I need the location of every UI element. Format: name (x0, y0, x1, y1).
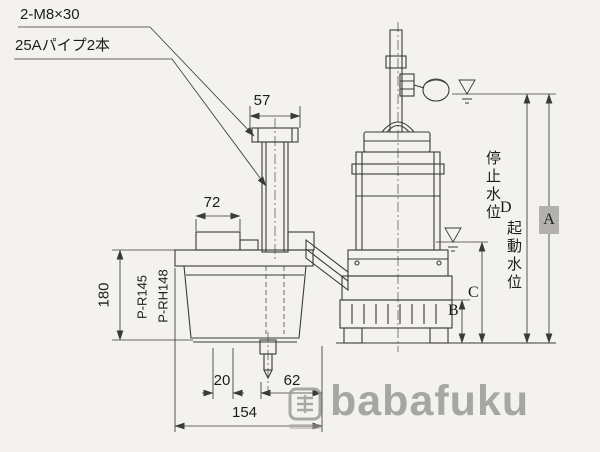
babafuku-logo-icon (288, 387, 322, 421)
suction-tube (259, 339, 277, 380)
dim-letter-a: A (543, 211, 555, 228)
stop-water-level-label: 停止水位 (484, 150, 501, 222)
dim-bottom-offset: 20 (213, 372, 231, 389)
discharge-elbow (305, 238, 349, 292)
water-level-symbol-start (452, 79, 556, 104)
guide-rail-pipe (251, 127, 299, 334)
model-name-left: P-R145 (134, 274, 150, 320)
discharge-tank (174, 231, 315, 343)
dim-letter-a-box: A (539, 206, 559, 234)
dim-pipe-width: 57 (253, 92, 271, 109)
dim-letter-c: C (468, 284, 479, 301)
callout-bolts-label: 2-M8×30 (20, 6, 80, 23)
water-level-symbol-stop (436, 227, 488, 252)
logo-caption (289, 424, 321, 429)
callout-pipes-label: 25Aパイプ2本 (15, 37, 111, 54)
model-name-right: P-RH148 (155, 269, 171, 323)
start-water-level-label: 起動水位 (505, 220, 522, 292)
dim-lid-width: 72 (203, 194, 221, 211)
dim-letter-b: B (448, 302, 459, 319)
dim-bottom-total: 154 (231, 404, 258, 421)
watermark-text: babafuku (330, 377, 530, 425)
leader-lines (14, 26, 267, 187)
dim-bottom-span: 62 (283, 372, 301, 389)
float-switch (422, 78, 450, 102)
pump-unit (339, 29, 453, 344)
dim-tank-height: 180 (95, 282, 113, 308)
dim-letter-d: D (500, 199, 512, 216)
